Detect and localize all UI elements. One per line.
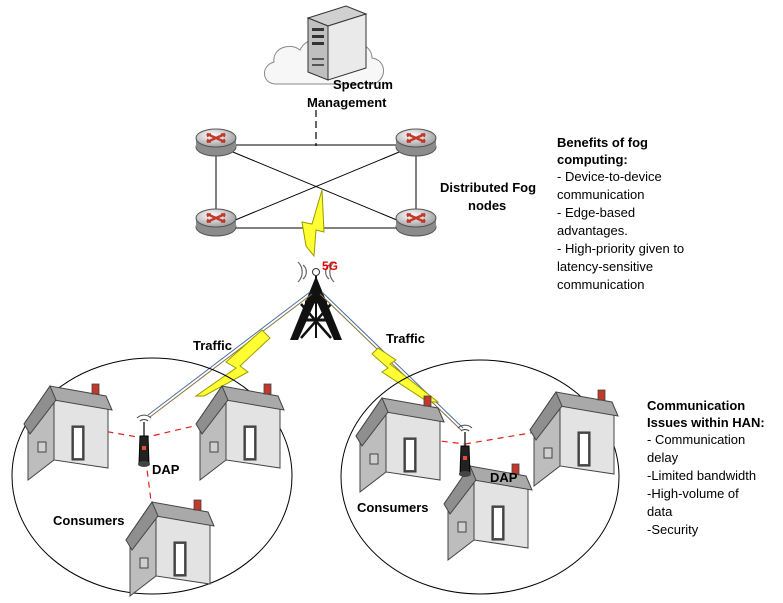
dap-label-left: DAP — [152, 462, 180, 477]
issues-panel: Communication Issues within HAN: - Commu… — [647, 397, 781, 539]
traffic-label-right: Traffic — [386, 331, 426, 346]
issues-item: delay — [647, 450, 679, 465]
fog-nodes-label-line1: Distributed Fog — [440, 180, 537, 195]
benefits-title-line1: Benefits of fog — [557, 135, 648, 150]
house-icon — [355, 395, 445, 493]
issues-title-line2: Issues within HAN: — [647, 415, 765, 430]
issues-item: -Security — [647, 522, 699, 537]
benefits-item: communication — [557, 277, 645, 292]
spectrum-label-line2: Management — [307, 95, 387, 110]
spectrum-label-line1: Spectrum — [333, 77, 393, 92]
benefits-item: advantages. — [557, 223, 628, 238]
issues-item: data — [647, 504, 673, 519]
router-icon — [394, 127, 438, 158]
router-icon — [194, 127, 238, 158]
house-icon — [125, 499, 215, 597]
issues-title-line1: Communication — [647, 398, 746, 413]
benefits-item: - Edge-based — [557, 205, 636, 220]
han-area-left — [11, 357, 293, 595]
traffic-label-left: Traffic — [193, 338, 233, 353]
issues-item: - Communication — [647, 432, 746, 447]
house-icon — [23, 383, 113, 481]
benefits-item: - High-priority given to — [557, 241, 685, 256]
lightning-icon — [194, 329, 271, 397]
cell-tower-icon — [290, 261, 342, 340]
access-point-icon — [457, 424, 473, 478]
access-point-icon — [136, 414, 152, 468]
benefits-item: - Device-to-device — [557, 169, 662, 184]
base-station-tag: 5G — [322, 259, 339, 273]
lightning-icon — [301, 189, 325, 258]
router-icon — [394, 207, 438, 238]
consumers-label-right: Consumers — [357, 500, 429, 515]
house-icon — [443, 463, 533, 561]
benefits-title-line2: computing: — [557, 152, 628, 167]
issues-item: -Limited bandwidth — [647, 468, 757, 483]
consumers-label-left: Consumers — [53, 513, 125, 528]
benefits-item: latency-sensitive — [557, 259, 654, 274]
house-icon — [529, 389, 619, 487]
dap-label-right: DAP — [490, 470, 518, 485]
benefits-panel: Benefits of fog computing: - Device-to-d… — [557, 134, 757, 294]
issues-item: -High-volume of — [647, 486, 739, 501]
router-icon — [194, 207, 238, 238]
fog-nodes-label-line2: nodes — [468, 198, 507, 213]
house-icon — [195, 383, 285, 481]
server-icon — [306, 5, 368, 81]
han-area-right — [340, 359, 620, 595]
benefits-item: communication — [557, 187, 645, 202]
